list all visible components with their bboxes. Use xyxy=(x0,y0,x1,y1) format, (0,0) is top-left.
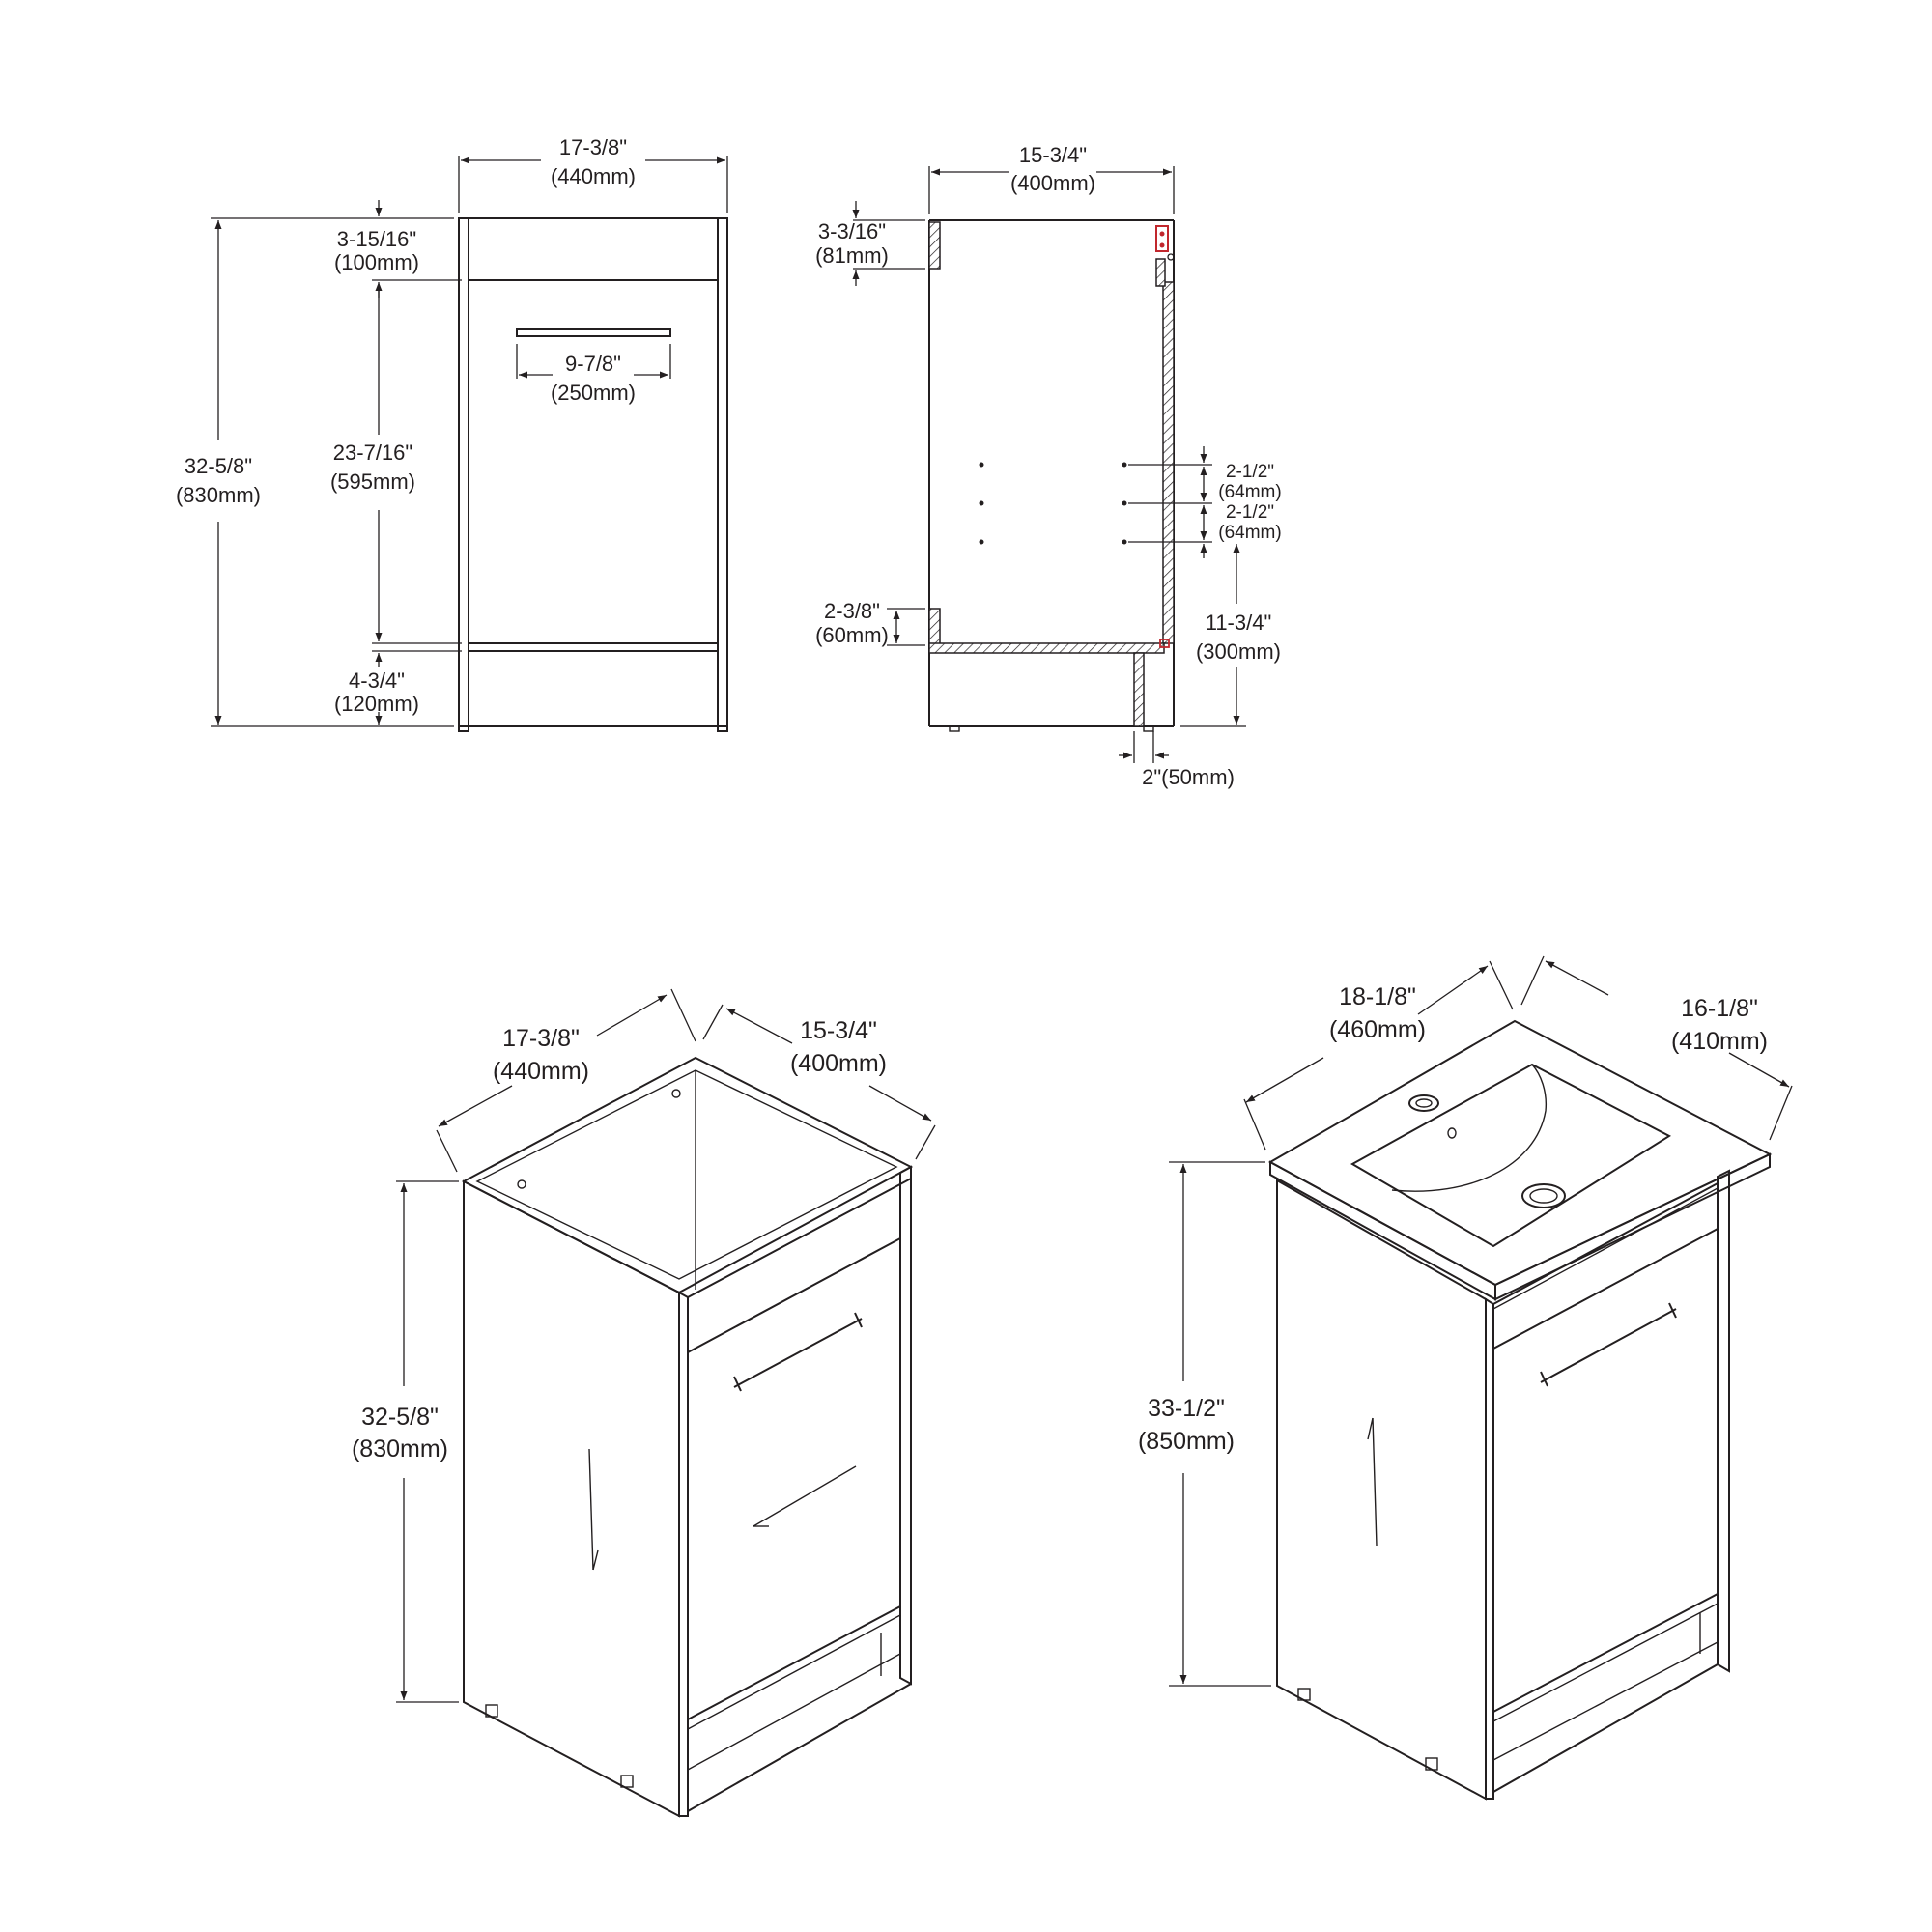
cabinet-door xyxy=(687,1236,901,1721)
front-top-gap-label: 3-15/16" xyxy=(337,227,416,251)
front-handle-label: 9-7/8" xyxy=(565,352,621,376)
cabinet-width-mm-label: (440mm) xyxy=(493,1058,589,1085)
vanity-height-mm-label: (850mm) xyxy=(1138,1428,1235,1455)
cabinet-toe-kick xyxy=(687,1614,901,1771)
front-dimension-lines xyxy=(211,156,728,727)
grain-arrow-icon xyxy=(1367,1417,1378,1547)
cabinet-foot xyxy=(620,1775,634,1788)
side-hole-spacing-label: 2-1/2" xyxy=(1226,502,1274,523)
vanity-toe-kick xyxy=(1492,1603,1719,1761)
front-door xyxy=(468,279,719,644)
front-height-mm-label: (830mm) xyxy=(176,483,261,507)
side-shelf-height-mm-label: (300mm) xyxy=(1196,639,1281,664)
side-hinge xyxy=(1155,225,1175,648)
side-hole-spacing-mm-label: (64mm) xyxy=(1218,523,1281,543)
front-cabinet-outline xyxy=(458,217,728,732)
vanity-width-mm-label: (460mm) xyxy=(1329,1016,1426,1043)
side-hole-spacing-mm-label: (64mm) xyxy=(1218,482,1281,502)
side-top-rail-label: 3-3/16" xyxy=(818,219,886,243)
vanity-foot xyxy=(1425,1757,1438,1771)
vanity-overflow-hole xyxy=(1447,1127,1457,1139)
front-door-handle xyxy=(516,328,671,337)
side-shelf-height-label: 11-3/4" xyxy=(1206,611,1272,635)
side-bottom-rail-label: 2-3/8" xyxy=(824,599,880,623)
front-height-label: 32-5/8" xyxy=(185,454,252,478)
cabinet-dimension-lines xyxy=(396,988,936,1703)
front-width-label: 17-3/8" xyxy=(559,135,627,159)
vanity-countertop xyxy=(1267,1019,1773,1301)
vanity-faucet-hole xyxy=(1408,1094,1439,1112)
side-depth-mm-label: (400mm) xyxy=(1010,171,1095,195)
side-foot xyxy=(949,725,960,732)
side-hole-spacing-label: 2-1/2" xyxy=(1226,462,1274,482)
vanity-top-rail xyxy=(1492,1186,1719,1350)
front-top-gap-mm-label: (100mm) xyxy=(334,250,419,274)
cabinet-height-label: 32-5/8" xyxy=(361,1404,439,1431)
vanity-sink-basin xyxy=(1350,1063,1672,1248)
side-setback-label: 2"(50mm) xyxy=(1142,765,1235,789)
side-top-rail-mm-label: (81mm) xyxy=(815,243,889,268)
front-view: 17-3/8" (440mm) 3-15/16" (100mm) 9-7/8" … xyxy=(176,135,728,732)
grain-arrow-icon xyxy=(588,1448,857,1571)
cabinet-door-handle xyxy=(733,1312,863,1392)
vanity-isometric: 18-1/8" (460mm) 16-1/8" (410mm) 33-1/2" … xyxy=(1138,955,1793,1801)
vanity-depth-mm-label: (410mm) xyxy=(1671,1028,1768,1055)
side-depth-label: 15-3/4" xyxy=(1019,143,1087,167)
vanity-dimension-lines xyxy=(1169,955,1793,1687)
cabinet-height-mm-label: (830mm) xyxy=(352,1435,448,1463)
vanity-width-label: 18-1/8" xyxy=(1339,983,1416,1010)
shelf-pin-holes xyxy=(979,462,1127,545)
vanity-foot xyxy=(1297,1688,1311,1701)
side-section-view: 15-3/4" (400mm) 3-3/16" (81mm) 2-1/2" (6… xyxy=(815,143,1282,789)
front-width-mm-label: (440mm) xyxy=(551,164,636,188)
cabinet-foot xyxy=(485,1704,498,1718)
front-door-height-label: 23-7/16" xyxy=(333,440,412,465)
cabinet-width-label: 17-3/8" xyxy=(502,1025,580,1052)
front-toe-kick-label: 4-3/4" xyxy=(349,668,405,693)
vanity-depth-label: 16-1/8" xyxy=(1681,995,1758,1022)
vanity-drain xyxy=(1521,1183,1566,1208)
front-toe-kick-mm-label: (120mm) xyxy=(334,692,419,716)
side-bottom-rail-mm-label: (60mm) xyxy=(815,623,889,647)
vanity-door-handle xyxy=(1540,1302,1677,1387)
cabinet-isometric: 17-3/8" (440mm) 15-3/4" (400mm) 32-5/8" … xyxy=(352,988,936,1818)
side-dimension-lines xyxy=(852,166,1246,763)
vanity-height-label: 33-1/2" xyxy=(1148,1395,1225,1422)
front-handle-mm-label: (250mm) xyxy=(551,381,636,405)
cabinet-depth-mm-label: (400mm) xyxy=(790,1050,887,1077)
cabinet-depth-label: 15-3/4" xyxy=(800,1017,877,1044)
side-hatched-panels xyxy=(928,221,1175,727)
vanity-cabinet-body xyxy=(1276,1169,1730,1801)
cabinet-top-rail xyxy=(687,1182,901,1354)
side-foot xyxy=(1143,725,1154,732)
vanity-door xyxy=(1492,1227,1719,1714)
front-door-height-mm-label: (595mm) xyxy=(330,469,415,494)
